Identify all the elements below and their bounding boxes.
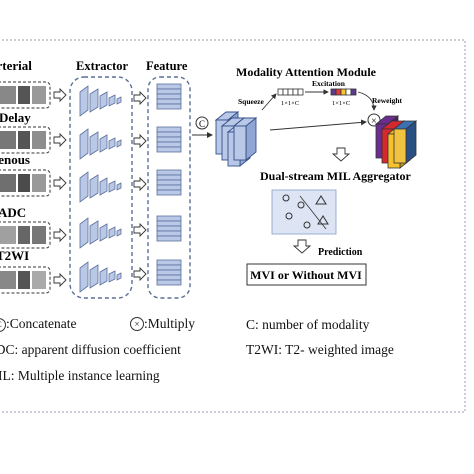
input-image-venous: [0, 169, 51, 197]
feature-vector: [156, 83, 182, 110]
squeeze-arrow: [261, 93, 277, 111]
legend-multiply-icon: ×: [130, 317, 144, 331]
concat-symbol: C: [199, 119, 205, 129]
legend-adc-def: ADC: apparent diffusion coefficient: [0, 342, 181, 357]
vec-left-label: 1×1×C: [281, 100, 299, 107]
squeeze-vector: [277, 88, 304, 96]
feature-vector: [156, 126, 182, 153]
feature-header: Feature: [146, 59, 188, 73]
excitation-vector: [330, 88, 357, 96]
input-images: [0, 81, 51, 294]
feature-vector: [156, 215, 182, 242]
legend-concat-text: :Concatenate: [6, 316, 77, 331]
vec-right-label: 1×1×C: [332, 100, 350, 107]
prediction-label: Prediction: [318, 247, 363, 258]
feature-vector: [156, 259, 182, 286]
legend-c-def: C: number of modality: [246, 317, 370, 332]
extractor-container: [69, 76, 133, 299]
extractor-arrows: [133, 90, 147, 282]
feature-vectors: [156, 83, 182, 286]
squeeze-label: Squeeze: [238, 97, 265, 106]
output-label: MVI or Without MVI: [250, 268, 362, 282]
input-label-2: Venous: [0, 152, 30, 167]
input-label-3: ADC: [0, 205, 26, 220]
arrow-icon: [133, 176, 147, 192]
arrow-icon: [53, 87, 67, 103]
aggregator-title: Dual-stream MIL Aggregator: [260, 169, 412, 183]
extractor-blocks: [79, 85, 122, 293]
input-image-adc: [0, 221, 51, 249]
cnn-block: [79, 128, 122, 160]
arrow-icon: [53, 175, 67, 191]
down-arrow-icon: [331, 147, 351, 162]
legend-mil-def: MIL: Multiple instance learning: [0, 368, 160, 383]
cnn-block: [79, 217, 122, 249]
legend-t2wi-def: T2WI: T2- weighted image: [246, 342, 394, 357]
input-label-0: arterial: [0, 58, 32, 73]
legend-multiply: ×:Multiply: [130, 317, 195, 331]
down-arrow-icon: [292, 239, 312, 254]
concat-feature-stack: [214, 111, 258, 167]
cnn-block: [79, 85, 122, 117]
arrow-icon: [133, 90, 147, 106]
input-label-4: T2WI: [0, 248, 29, 263]
stack-to-multiply-arrow: [269, 119, 367, 131]
legend-multiply-text: :Multiply: [144, 316, 196, 331]
outer-frame: [0, 39, 466, 413]
input-label-1: Delay: [0, 110, 31, 125]
extractor-header: Extractor: [76, 59, 129, 73]
arrow-icon: [53, 132, 67, 148]
reweight-arrow: [357, 91, 377, 111]
cnn-block: [79, 261, 122, 293]
input-arrows: [53, 87, 67, 288]
cnn-block: [79, 171, 122, 203]
arrow-icon: [53, 272, 67, 288]
output-box: [246, 263, 367, 286]
arrow-icon: [53, 227, 67, 243]
input-image-arterial: [0, 81, 51, 109]
concatenate-icon: C: [195, 116, 209, 130]
excitation-label: Excitation: [312, 79, 346, 88]
multiply-symbol: ×: [371, 116, 377, 127]
reweight-label: Reweight: [372, 96, 402, 105]
scatter-icon: [271, 189, 337, 235]
module-title: Modality Attention Module: [236, 65, 377, 79]
arrow-icon: [133, 266, 147, 282]
feature-container: [147, 76, 191, 299]
arrow-icon: [133, 133, 147, 149]
input-image-delay: [0, 126, 51, 154]
reweighted-feature-stack: [374, 115, 418, 169]
arrow-icon: [133, 222, 147, 238]
legend-concat: C:Concatenate: [0, 317, 76, 332]
input-image-t2wi: [0, 266, 51, 294]
feature-vector: [156, 169, 182, 196]
